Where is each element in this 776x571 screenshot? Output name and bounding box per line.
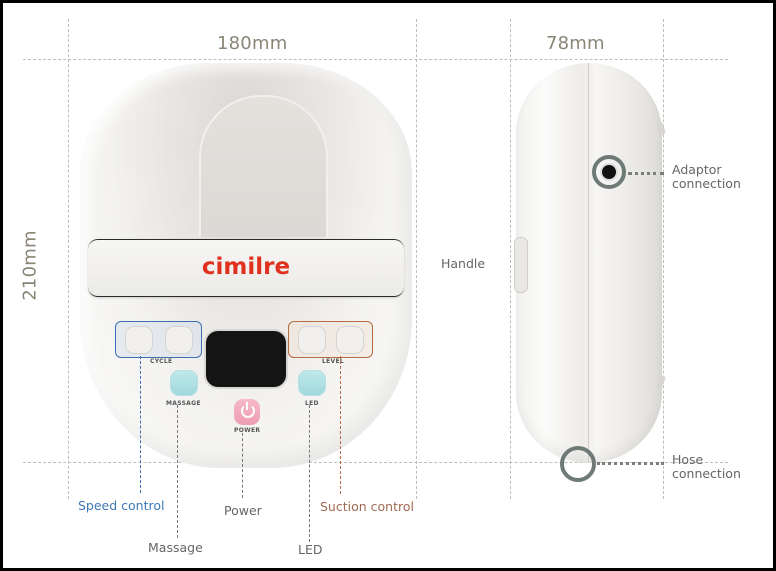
suction-control-group	[288, 321, 373, 358]
level-label: LEVEL	[322, 358, 344, 365]
suction-control-leader	[340, 356, 341, 494]
led-label: LED	[305, 400, 319, 407]
lcd-display	[206, 331, 286, 387]
adaptor-port-ring	[592, 155, 626, 189]
left-guide-line	[68, 19, 69, 499]
suction-control-callout: Suction control	[320, 499, 414, 514]
power-label: POWER	[234, 427, 261, 434]
speed-control-leader	[140, 356, 141, 493]
led-callout: LED	[298, 542, 323, 557]
middle-guide-line	[416, 19, 417, 499]
hose-connection-ring[interactable]	[560, 446, 596, 482]
cycle-label: CYCLE	[150, 358, 173, 365]
height-dimension: 210mm	[19, 230, 41, 301]
massage-button[interactable]	[170, 370, 198, 396]
cycle-up-button[interactable]	[165, 326, 193, 354]
side-handle	[514, 237, 528, 293]
brand-bar: cimilre	[88, 239, 404, 297]
led-leader	[309, 405, 310, 542]
power-leader	[242, 433, 243, 498]
top-guide-line	[23, 59, 728, 60]
width-dimension: 180mm	[217, 33, 288, 54]
level-up-button[interactable]	[336, 326, 364, 354]
massage-callout: Massage	[148, 540, 203, 555]
cycle-down-button[interactable]	[125, 326, 153, 354]
hose-callout: Hose connection	[672, 452, 741, 481]
speed-control-callout: Speed control	[78, 498, 165, 513]
speed-control-group	[115, 321, 202, 358]
massage-label: MASSAGE	[166, 400, 201, 407]
power-button[interactable]	[234, 399, 260, 425]
adaptor-jack-icon[interactable]	[600, 163, 618, 181]
handle-callout: Handle	[441, 256, 486, 271]
handle-arch	[199, 95, 328, 237]
massage-leader	[177, 405, 178, 538]
top-notch	[655, 120, 667, 136]
brand-logo: cimilre	[201, 254, 291, 280]
hose-leader	[597, 462, 664, 465]
seam-line	[588, 63, 589, 463]
side-left-guide-line	[510, 19, 511, 499]
power-icon	[241, 404, 255, 418]
adaptor-callout: Adaptor connection	[672, 162, 741, 191]
level-down-button[interactable]	[298, 326, 326, 354]
front-view-device: cimilre CYCLE LEVEL MASSAGE LED POWER	[80, 63, 412, 468]
side-right-guide-line	[663, 19, 664, 499]
led-button[interactable]	[298, 370, 326, 396]
depth-dimension: 78mm	[546, 33, 605, 54]
adaptor-leader	[628, 172, 664, 175]
bottom-notch	[655, 374, 667, 390]
bottom-guide-line	[23, 462, 728, 463]
product-diagram: 180mm 78mm 210mm cimilre CYCLE LEVEL MAS…	[3, 3, 773, 568]
side-view-device	[514, 63, 667, 463]
power-callout: Power	[224, 503, 262, 518]
